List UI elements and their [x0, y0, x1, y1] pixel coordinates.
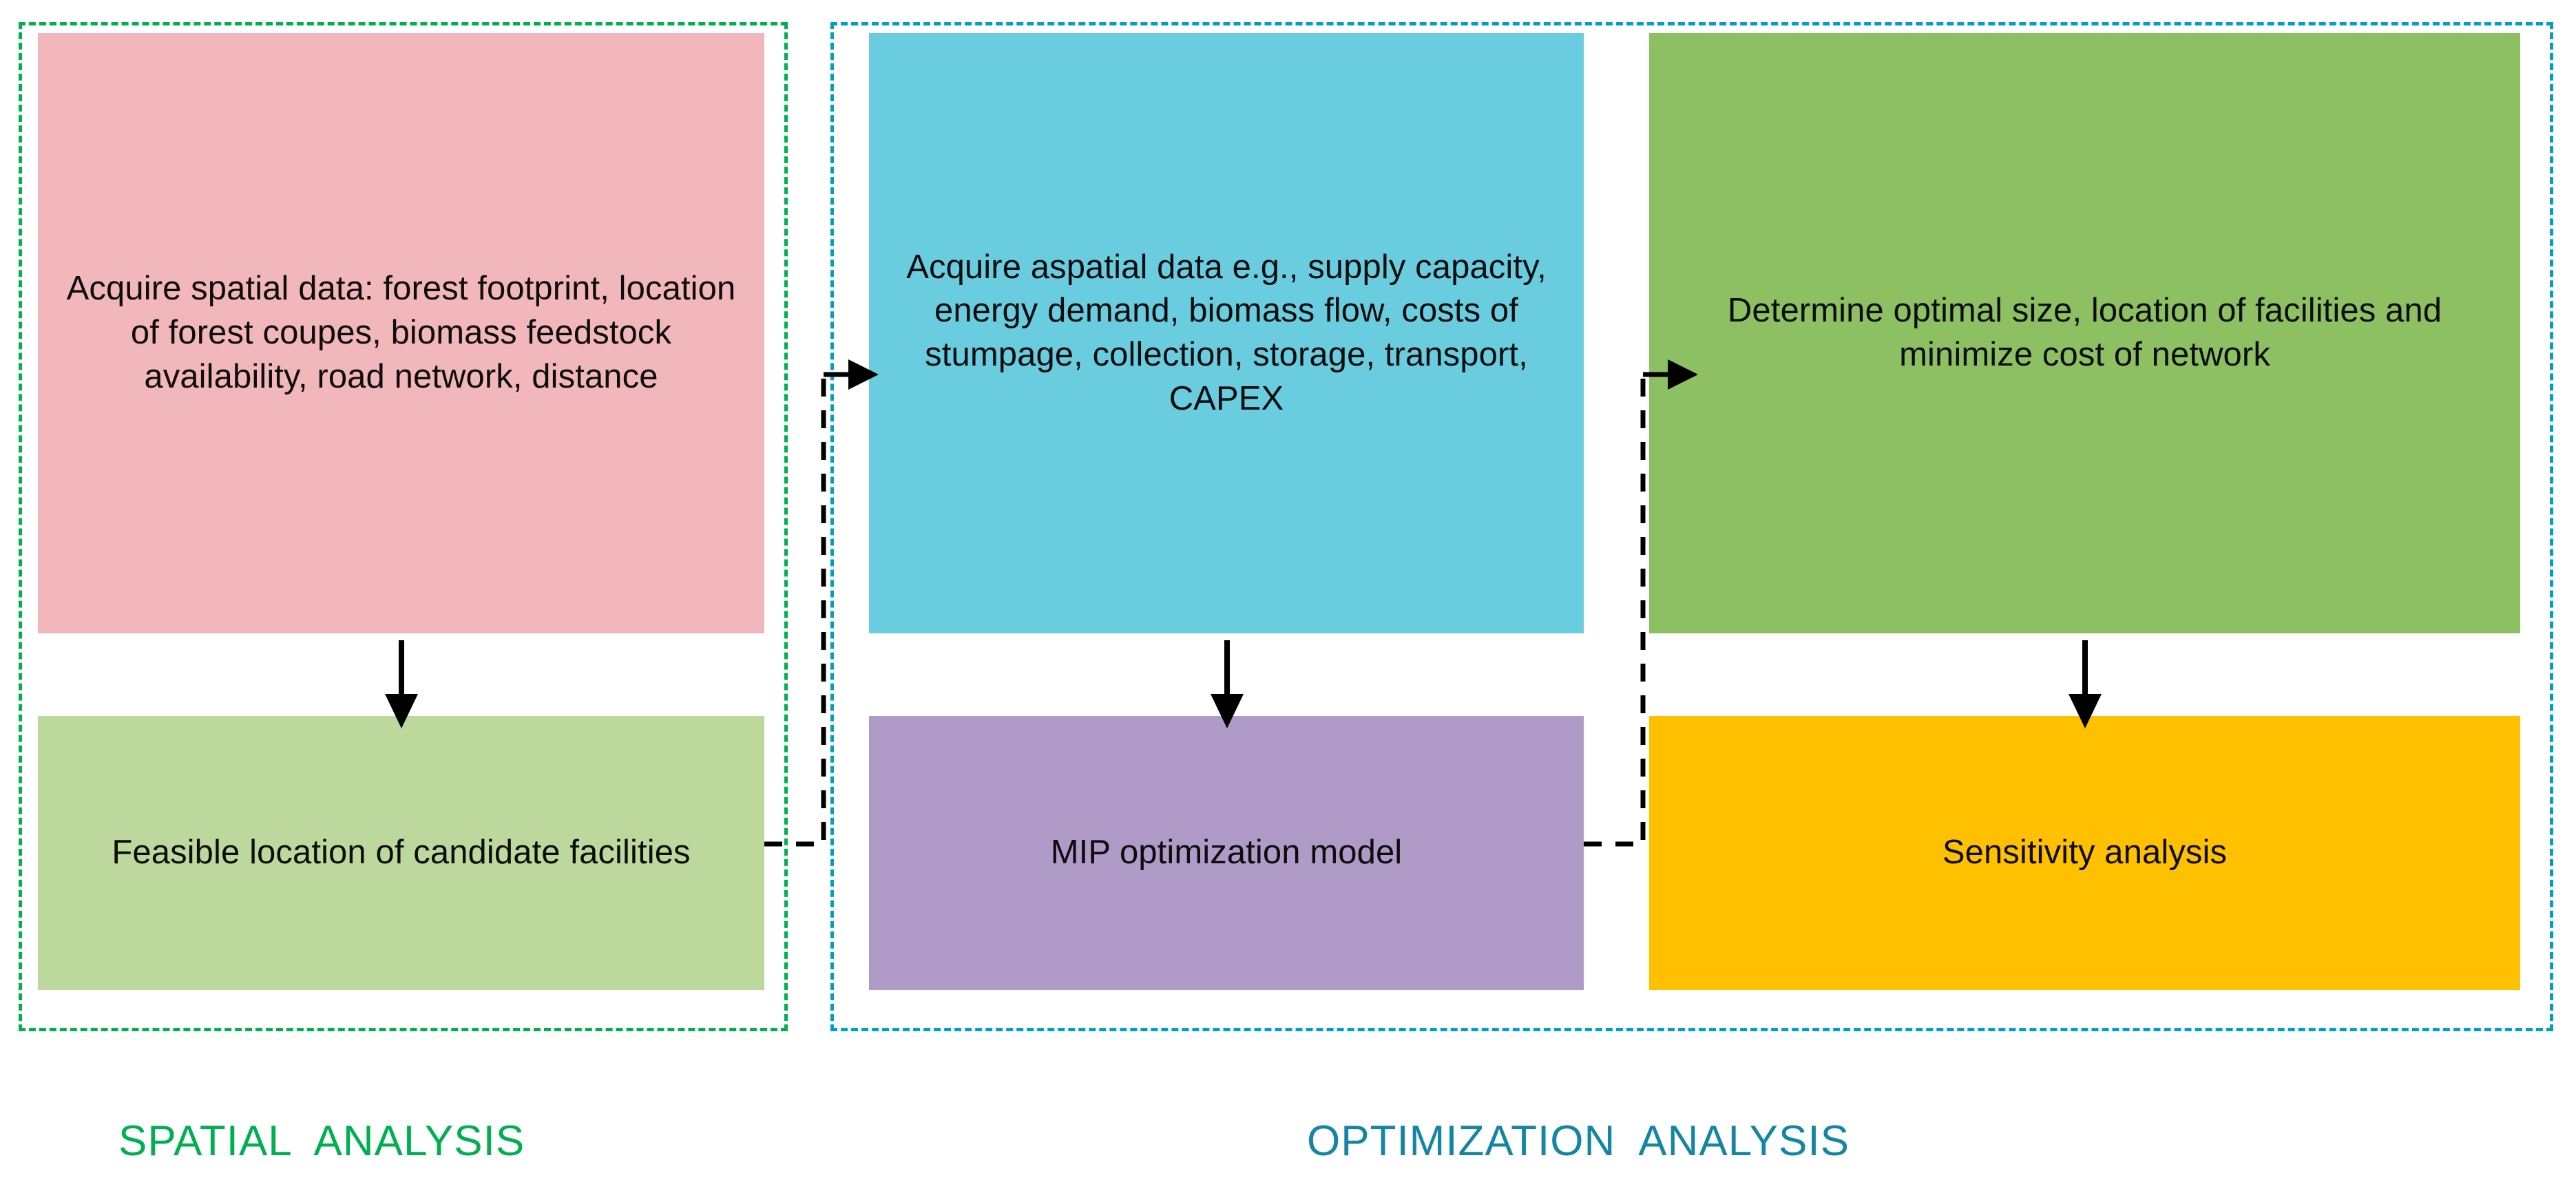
box-acquire-spatial-data: Acquire spatial data: forest footprint, …: [38, 33, 764, 633]
arrow-down-icon-aspatial: [1206, 640, 1248, 730]
connector-spatial-to-aspatial: [764, 358, 902, 867]
connector-mip-to-determine: [1584, 358, 1721, 867]
box-sensitivity-analysis: Sensitivity analysis: [1649, 716, 2520, 990]
box-determine-optimal-size: Determine optimal size, location of faci…: [1649, 33, 2520, 633]
group-frame-spatial-analysis: [19, 22, 788, 1031]
box-feasible-location-of-candidate-facilities: Feasible location of candidate facilitie…: [38, 716, 764, 990]
caption-optimization-analysis: OPTIMIZATION ANALYSIS: [1307, 1117, 1850, 1165]
box-mip-optimization-model: MIP optimization model: [869, 716, 1584, 990]
caption-spatial-analysis: SPATIAL ANALYSIS: [118, 1117, 525, 1165]
arrow-down-icon-spatial: [381, 640, 422, 730]
arrow-down-icon-optimal: [2064, 640, 2106, 730]
box-acquire-aspatial-data: Acquire aspatial data e.g., supply capac…: [869, 33, 1584, 633]
group-frame-optimization-analysis: [830, 22, 2553, 1031]
